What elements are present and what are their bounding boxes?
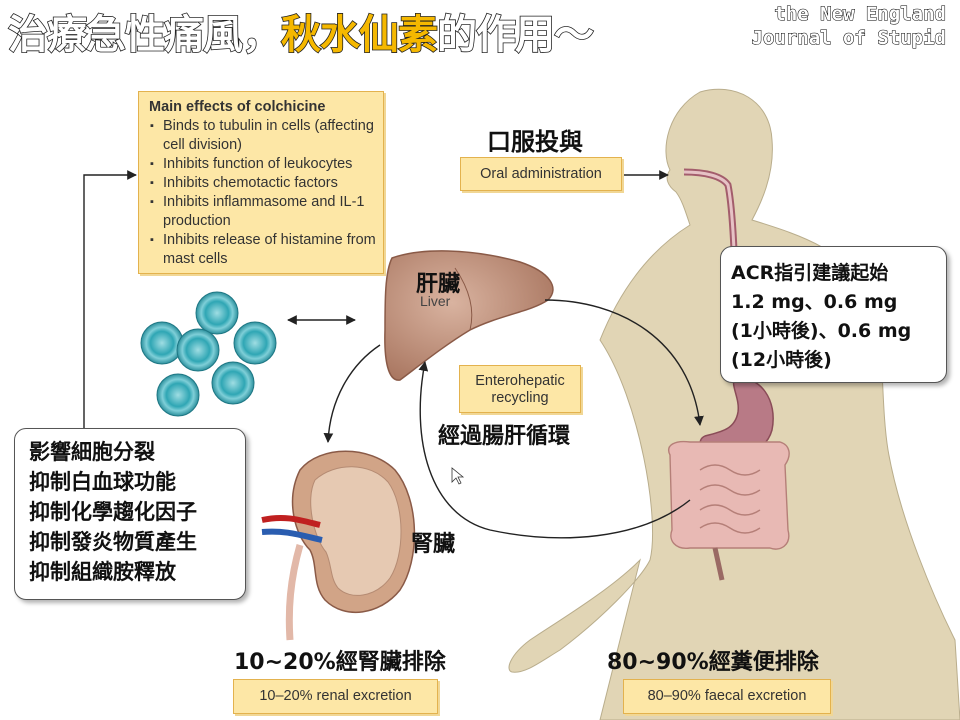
effects-zh-line: 抑制化學趨化因子 [29, 500, 197, 524]
kidney-label-zh: 腎臟 [411, 532, 456, 557]
kidney-organ [261, 450, 416, 641]
effects-zh-line: 抑制發炎物質產生 [29, 530, 197, 554]
journal-logo: the New England Journal of Stupid [751, 2, 947, 50]
faecal-label-zh: 80~90%經糞便排除 [607, 650, 819, 675]
liver-label-en: Liver [420, 293, 451, 309]
effects-heading: Main effects of colchicine [149, 99, 326, 115]
title-part2: 的作用～ [436, 11, 595, 59]
effects-item: Inhibits inflammasome and IL-1 productio… [150, 193, 383, 231]
effects-list: Binds to tubulin in cells (affecting cel… [149, 117, 383, 269]
faecal-box: 80–90% faecal excretion [623, 679, 831, 714]
cursor-icon [451, 467, 465, 485]
enterohepatic-label-zh: 經過腸肝循環 [438, 424, 571, 449]
arrow-liver-to-gut [544, 299, 704, 426]
arrow-liver-to-kidney [323, 344, 381, 443]
arrow-cells-to-effects [83, 170, 137, 428]
title-highlight: 秋水仙素 [280, 11, 439, 59]
pathway-arrows [83, 170, 704, 539]
effects-item: Inhibits chemotactic factors [150, 174, 383, 193]
acr-line: ACR指引建議起始 [731, 262, 889, 284]
enterohepatic-box: Enterohepatic recycling [459, 365, 581, 413]
journal-line1: the New England [774, 3, 947, 26]
oral-label-zh: 口服投與 [487, 128, 583, 156]
liver-organ [384, 250, 554, 381]
page-title: 治療急性痛風，秋水仙素的作用～ [7, 2, 595, 60]
acr-line: 1.2 mg、0.6 mg [731, 291, 898, 313]
arrow-enterohepatic [418, 361, 691, 539]
renal-label-zh: 10~20%經腎臟排除 [234, 650, 446, 675]
renal-box: 10–20% renal excretion [233, 679, 438, 714]
liver-label-zh: 肝臟 [416, 272, 461, 297]
effects-item: Binds to tubulin in cells (affecting cel… [150, 117, 383, 155]
effects-box: Main effects of colchicine Binds to tubu… [138, 91, 384, 274]
title-part1: 治療急性痛風， [7, 11, 283, 59]
leukocyte-cells [140, 291, 277, 417]
effects-zh-line: 影響細胞分裂 [29, 440, 155, 464]
journal-line2: Journal of Stupid [751, 27, 946, 50]
acr-line: (1小時後)、0.6 mg [731, 320, 912, 342]
intestines [668, 440, 790, 581]
acr-line: (12小時後) [731, 349, 832, 371]
acr-dosage-callout: ACR指引建議起始 1.2 mg、0.6 mg (1小時後)、0.6 mg (1… [720, 246, 947, 383]
effects-item: Inhibits release of histamine from mast … [150, 231, 383, 269]
effects-item: Inhibits function of leukocytes [150, 155, 383, 174]
effects-zh-callout: 影響細胞分裂 抑制白血球功能 抑制化學趨化因子 抑制發炎物質產生 抑制組織胺釋放 [14, 428, 246, 600]
oral-box: Oral administration [460, 157, 622, 191]
effects-zh-line: 抑制白血球功能 [29, 470, 176, 494]
effects-zh-line: 抑制組織胺釋放 [29, 560, 176, 584]
